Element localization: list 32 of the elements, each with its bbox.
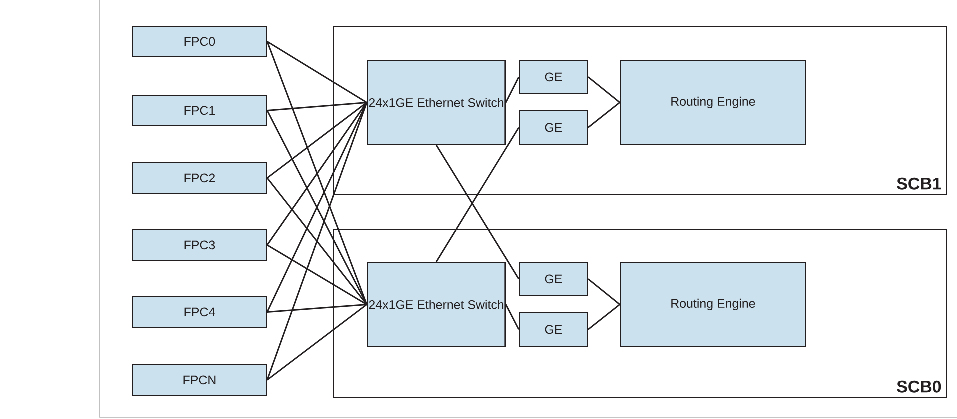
fpc-box: FPC2 (132, 162, 268, 194)
module-box: GE (519, 262, 588, 296)
fpc-box: FPC0 (132, 26, 268, 58)
connector-line (266, 102, 368, 179)
module-box: Routing Engine (620, 262, 806, 348)
fpc-box: FPCN (132, 364, 268, 396)
connector-line (588, 304, 620, 330)
module-box: GE (519, 312, 588, 348)
connector-line (266, 41, 368, 305)
connector-line (267, 102, 368, 112)
fpc-box: FPC3 (132, 229, 268, 262)
module-box: 24x1GE Ethernet Switch (367, 262, 506, 348)
connector-line (505, 76, 520, 104)
module-box: GE (519, 60, 588, 94)
connector-line (436, 145, 520, 280)
connector-line (266, 304, 368, 381)
connector-line (266, 102, 368, 246)
module-box: GE (519, 110, 588, 146)
connector-line (266, 102, 368, 380)
connector-line (588, 102, 620, 128)
connector-line (588, 76, 620, 104)
module-box: 24x1GE Ethernet Switch (367, 60, 506, 146)
connector-line (267, 41, 368, 104)
connector-line (588, 278, 620, 306)
connector-line (267, 304, 368, 313)
connector-line (267, 244, 368, 306)
connector-line (436, 127, 520, 262)
connector-line (505, 304, 520, 330)
fpc-box: FPC4 (132, 296, 268, 328)
module-box: Routing Engine (620, 60, 806, 146)
fpc-box: FPC1 (132, 95, 268, 126)
connector-line (266, 178, 368, 306)
